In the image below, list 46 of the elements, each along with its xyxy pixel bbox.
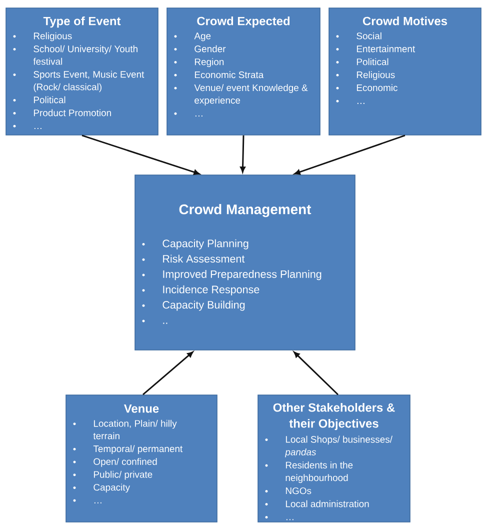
list-item: Improved Preparedness Planning — [163, 270, 322, 280]
list-item: Political — [34, 96, 66, 104]
box-heading: Crowd Management — [179, 204, 312, 218]
list-item: Temporal/ permanent — [93, 445, 183, 454]
box-heading: Crowd Expected — [197, 16, 290, 28]
box-heading: Type of Event — [43, 16, 121, 28]
list-item: NGOs — [286, 487, 312, 494]
list-item: Economic Strata — [194, 71, 264, 78]
arrow — [294, 352, 339, 396]
list-item: Product Promotion — [34, 109, 111, 116]
list-item: Social — [356, 32, 382, 40]
arrow — [240, 135, 246, 172]
list-item: Region — [194, 58, 224, 68]
list-item: Religious — [34, 32, 72, 42]
list-item: Local Shops/ businesses/ pandas — [284, 436, 392, 458]
box-heading: Venue — [124, 404, 159, 413]
list-item: Economic — [356, 84, 398, 92]
list-item: Capacity — [94, 484, 130, 493]
arrow — [82, 134, 200, 175]
list-item: School/ University/ Youth festival — [33, 45, 138, 65]
box-heading: Crowd Motives — [362, 16, 447, 26]
list-item: Political — [356, 58, 388, 66]
list-item: Age — [194, 32, 211, 42]
list-item: Residents in the neighbourhood — [286, 462, 353, 483]
list-item: Public/ private — [94, 470, 152, 480]
list-item: Gender — [194, 45, 226, 52]
list-item: Religious — [356, 71, 395, 80]
arrow — [294, 134, 406, 175]
list-item: … — [195, 115, 202, 116]
list-item: Open/ confined — [94, 458, 157, 467]
list-item: Entertainment — [356, 45, 416, 52]
list-item: … — [357, 102, 364, 104]
list-item: Capacity Planning — [162, 239, 248, 250]
list-item: Capacity Building — [162, 300, 245, 311]
list-item: Location, Plain/ hilly terrain — [93, 420, 177, 440]
box-heading: Other Stakeholders & their Objectives — [273, 403, 395, 430]
list-item: … — [34, 128, 42, 130]
list-item: Venue/ event Knowledge & experience — [194, 84, 308, 106]
list-item: Local administration — [286, 500, 369, 508]
list-item: .. — [163, 322, 168, 324]
list-item: Sports Event, Music Event (Rock/ classical) — [34, 70, 144, 92]
list-item: … — [94, 502, 102, 504]
list-item: … — [286, 519, 294, 520]
arrow — [142, 352, 194, 396]
list-item: Risk Assessment — [163, 254, 245, 263]
list-item: Incidence Response — [163, 285, 260, 296]
